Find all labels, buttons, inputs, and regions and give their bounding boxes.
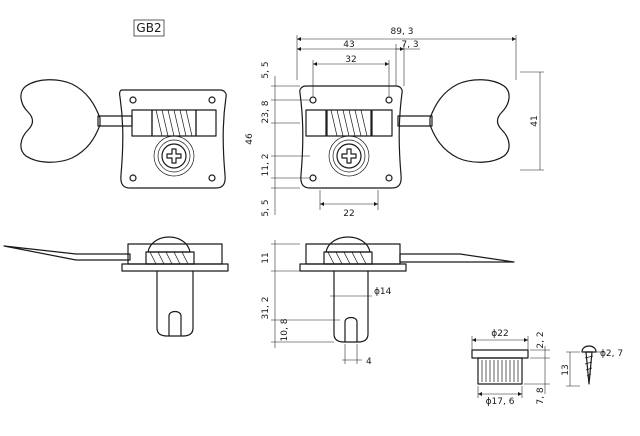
- dim-screw-diameter: ϕ2, 7: [600, 349, 623, 359]
- bushing: [471, 349, 529, 385]
- dim-gear-offset: 11, 2: [261, 154, 271, 177]
- dim-plate-width: 43: [343, 40, 354, 50]
- dim-top-margin: 5, 5: [261, 61, 271, 78]
- dimension-labels: 89, 3 43 7, 3 32 5, 5 46 23, 8 11, 2 5, …: [245, 27, 623, 407]
- model-label: GB2: [136, 21, 161, 35]
- dim-bushing-diameter: ϕ22: [491, 329, 508, 339]
- dim-worm-height: 23, 8: [261, 100, 271, 123]
- dim-total-width: 89, 3: [391, 27, 414, 37]
- dim-post-offset: 7, 3: [401, 40, 418, 50]
- dim-plate-height: 46: [245, 133, 255, 145]
- left-side-view: [3, 236, 229, 337]
- right-worm: [326, 109, 372, 137]
- dim-key-height: 41: [530, 115, 540, 126]
- left-key-button: [20, 79, 101, 163]
- model-label-box: GB2: [133, 19, 165, 37]
- right-plate: [299, 85, 403, 189]
- dim-post-diameter: ϕ14: [374, 287, 392, 297]
- left-gear: [153, 135, 195, 177]
- screw: [581, 345, 597, 385]
- dim-post-length: 31, 2: [261, 297, 271, 320]
- dim-side-height: 11: [261, 252, 271, 263]
- dim-bushing-inner-diameter: ϕ17, 6: [486, 397, 515, 407]
- left-worm: [151, 109, 197, 137]
- left-shaft: [97, 115, 133, 127]
- dim-bushing-height: 13: [561, 364, 571, 375]
- right-shaft: [397, 115, 433, 127]
- dim-slot-width: 4: [366, 357, 372, 367]
- left-plate: [119, 89, 227, 189]
- dim-bushing-inner-height: 7, 8: [536, 387, 546, 404]
- right-top-view: [299, 79, 510, 189]
- left-top-view: [20, 79, 227, 189]
- dim-bushing-flange: 2, 2: [536, 331, 546, 348]
- dim-gear-spacing: 22: [343, 209, 354, 219]
- right-side-view: [299, 236, 515, 343]
- dimension-lines: [271, 35, 604, 398]
- right-gear: [328, 135, 370, 177]
- dim-hole-spacing: 32: [345, 55, 356, 65]
- dim-bottom-margin: 5, 5: [261, 199, 271, 216]
- dim-slot-height: 10, 8: [280, 318, 290, 341]
- right-key-button: [429, 79, 510, 163]
